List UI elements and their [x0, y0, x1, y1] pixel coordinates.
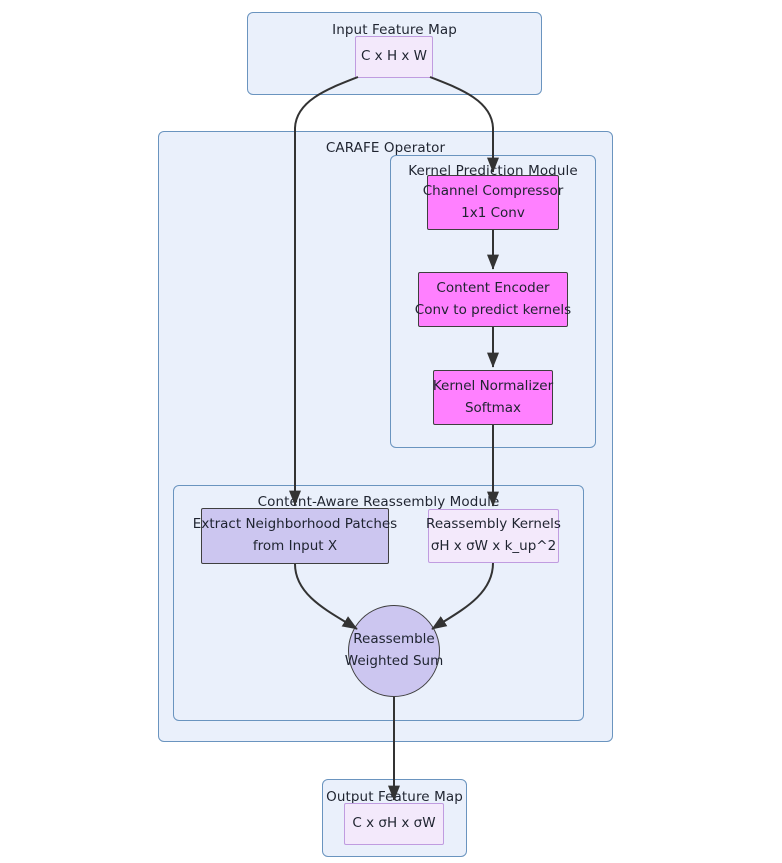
node-reassemble-weighted-sum-line2: Weighted Sum	[344, 653, 444, 669]
node-reassembly-kernels-line1: Reassembly Kernels	[426, 516, 561, 533]
cluster-label-input-feature-map: Input Feature Map	[332, 22, 457, 38]
cluster-label-carafe-operator: CARAFE Operator	[325, 140, 446, 156]
node-reassembly-kernels[interactable]: Reassembly Kernels σH x σW x k_up^2	[426, 509, 561, 563]
node-reassembly-kernels-line2: σH x σW x k_up^2	[430, 538, 557, 554]
node-extract-neighborhood-patches-line2: from Input X	[252, 538, 338, 554]
node-reassemble-weighted-sum-line1: Reassemble	[353, 631, 435, 648]
node-content-encoder-line2: Conv to predict kernels	[414, 301, 572, 318]
node-extract-neighborhood-patches[interactable]: Extract Neighborhood Patches from Input …	[193, 508, 397, 564]
node-channel-compressor[interactable]: Channel Compressor 1x1 Conv	[423, 175, 563, 230]
node-output-shape-line1: C x σH x σW	[352, 815, 436, 832]
node-content-encoder-line1: Content Encoder	[436, 279, 550, 296]
node-channel-compressor-line2: 1x1 Conv	[461, 204, 525, 221]
node-output-shape[interactable]: C x σH x σW	[344, 803, 444, 845]
node-kernel-normalizer[interactable]: Kernel Normalizer Softmax	[433, 370, 553, 425]
node-reassemble-weighted-sum[interactable]: Reassemble Weighted Sum	[344, 605, 444, 697]
node-content-encoder[interactable]: Content Encoder Conv to predict kernels	[414, 272, 572, 327]
node-input-shape[interactable]: C x H x W	[355, 36, 433, 78]
node-kernel-normalizer-line2: Softmax	[464, 399, 522, 416]
node-input-shape-line1: C x H x W	[360, 48, 428, 65]
node-channel-compressor-line1: Channel Compressor	[422, 182, 564, 199]
node-kernel-normalizer-line1: Kernel Normalizer	[432, 377, 554, 394]
node-extract-neighborhood-patches-line1: Extract Neighborhood Patches	[192, 516, 398, 533]
